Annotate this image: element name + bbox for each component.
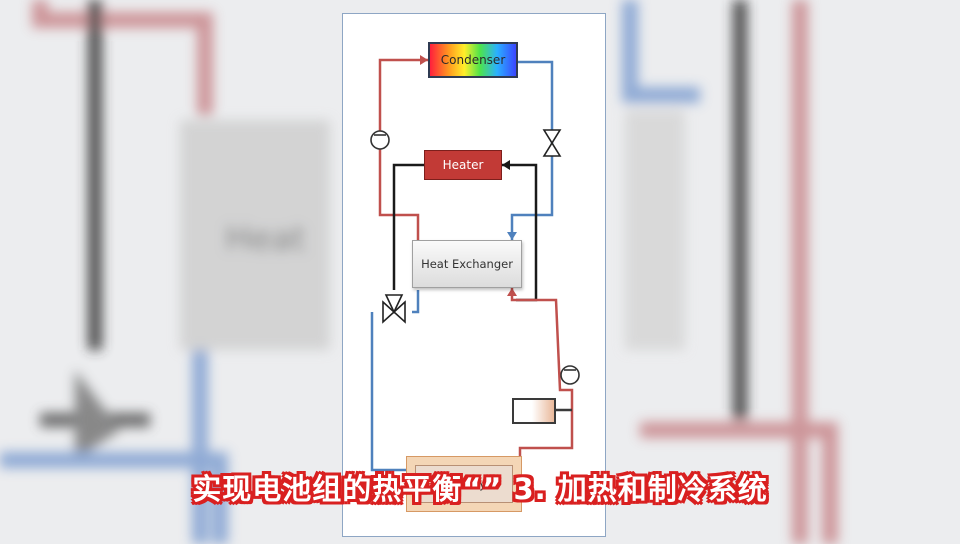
condenser-label: Condenser	[440, 53, 506, 67]
heat-exchanger-label: Heat Exchanger	[421, 257, 513, 271]
condenser-box: Condenser	[428, 42, 518, 78]
subtitle-caption: 实现电池组的热平衡“” 3. 加热和制冷系统	[192, 472, 768, 506]
heater-label: Heater	[442, 158, 484, 172]
arrow-into-heater	[502, 160, 510, 170]
battery-box: Battery	[406, 456, 522, 512]
arrow-from-battery	[507, 288, 517, 296]
hot-line-to-condenser	[378, 58, 428, 240]
cold-line-from-condenser	[510, 60, 554, 240]
expansion-valve-icon	[542, 129, 562, 157]
hot-line-from-battery	[510, 288, 574, 456]
valve-to-hex-line	[412, 290, 420, 314]
heater-box: Heater	[424, 150, 502, 180]
arrow-into-condenser	[420, 55, 428, 65]
heat-exchanger-box: Heat Exchanger	[412, 240, 522, 288]
cold-line-to-battery	[370, 312, 406, 472]
battery-label: Battery	[441, 477, 487, 491]
pump-icon	[560, 365, 580, 385]
arrow-into-hex	[507, 232, 517, 240]
svg-text:Heat: Heat	[225, 219, 306, 259]
coolant-reservoir	[512, 398, 556, 424]
three-way-valve-icon	[382, 294, 406, 324]
battery-inner: Battery	[415, 465, 513, 503]
pump-icon	[370, 130, 390, 150]
